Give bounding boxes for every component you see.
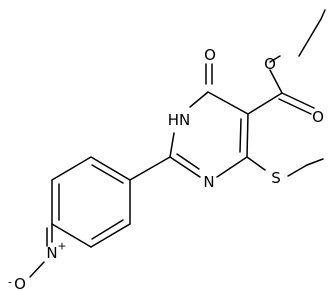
nitro-oxygen-left-label: O (14, 275, 26, 291)
bond-ph-5-inner (91, 219, 124, 240)
nitro-nitrogen-label: N (46, 244, 57, 262)
ring-carbonyl-oxygen-label: O (204, 46, 216, 64)
bond-ester-o-ch2 (269, 55, 281, 63)
ring-nitrogen-label: N (203, 173, 214, 191)
bond-ring-n3-c4 (216, 156, 248, 178)
bond-ester-c-ring (247, 92, 283, 115)
thioether-sulfur-label: S (271, 169, 281, 187)
bond-c4-s (246, 156, 266, 171)
bond-s-ch3-b (306, 158, 324, 166)
bond-ring-c4-c5-a (246, 113, 249, 158)
bond-ring-c2-n3-b (176, 153, 200, 170)
bond-ph-4 (51, 223, 92, 248)
bond-ester-c-dbl-b (278, 98, 312, 115)
nitro-oxygen-charge: - (8, 276, 12, 289)
bond-ethyl-ch2 (298, 18, 322, 57)
bond-s-ch3-a (287, 164, 308, 177)
ring-nh-label: HN (168, 111, 191, 129)
bond-ph-1-inner (91, 164, 124, 184)
bond-ester-o-c (269, 69, 283, 94)
bond-ring-c5-c6 (207, 91, 249, 115)
bond-ring-n1-c2 (169, 132, 175, 158)
bond-ph-2 (51, 156, 92, 181)
bond-ester-c-dbl-a (281, 92, 315, 109)
bond-ethyl-ch3 (320, 9, 326, 20)
bond-c2-phenyl (129, 156, 171, 181)
bond-ring-c2-n3-a (169, 156, 201, 178)
bond-ph-1 (90, 156, 131, 181)
bond-ring-c4-c5-b (239, 118, 242, 153)
ester-carbonyl-oxygen-label: O (312, 108, 324, 126)
bond-nitro-o-left (29, 261, 45, 278)
bond-ring-c6-n1 (189, 91, 209, 108)
nitro-nitrogen-charge: + (57, 240, 66, 253)
ester-ether-oxygen-label: O (264, 55, 276, 73)
bond-ph-5 (90, 223, 131, 248)
